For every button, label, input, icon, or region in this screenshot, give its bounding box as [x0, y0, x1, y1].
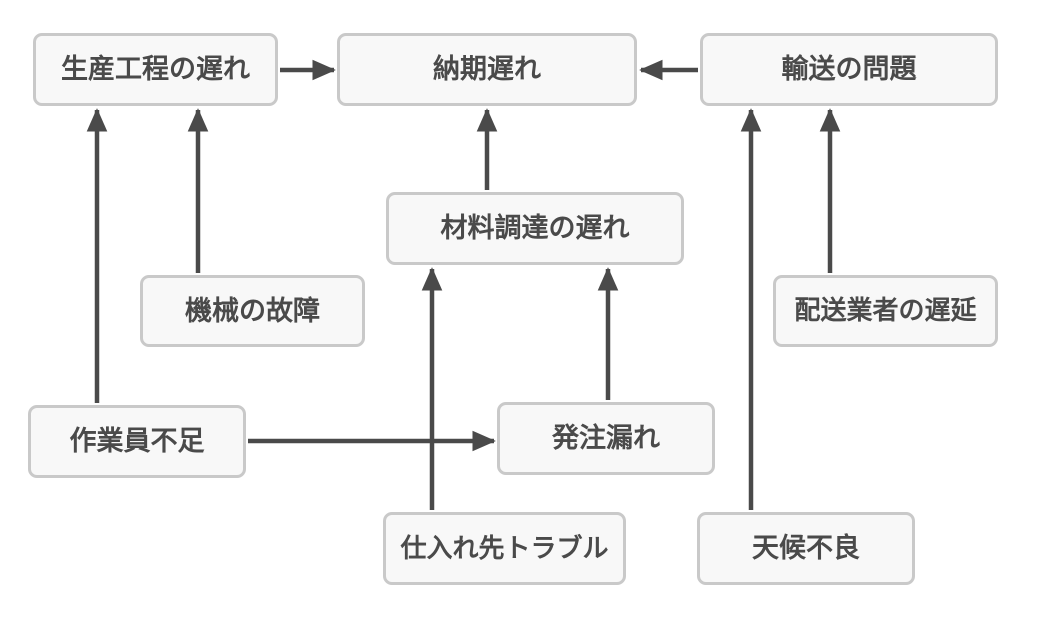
node-label: 納期遅れ	[433, 54, 541, 85]
node-transport-problem[interactable]: 輸送の問題	[700, 33, 998, 106]
node-label: 材料調達の遅れ	[440, 213, 630, 244]
node-bad-weather[interactable]: 天候不良	[697, 512, 915, 585]
node-production-delay[interactable]: 生産工程の遅れ	[33, 33, 278, 106]
node-order-omission[interactable]: 発注漏れ	[497, 402, 715, 475]
node-material-delay[interactable]: 材料調達の遅れ	[386, 192, 684, 265]
node-label: 発注漏れ	[552, 423, 660, 454]
node-label: 機械の故障	[185, 295, 320, 327]
node-label: 生産工程の遅れ	[61, 54, 250, 85]
node-label: 天候不良	[752, 533, 860, 564]
node-label: 配送業者の遅延	[794, 296, 977, 326]
node-label: 輸送の問題	[781, 54, 917, 85]
node-delivery-delay[interactable]: 納期遅れ	[337, 33, 637, 106]
node-supplier-trouble[interactable]: 仕入れ先トラブル	[383, 512, 626, 585]
node-label: 仕入れ先トラブル	[400, 533, 609, 564]
node-machine-failure[interactable]: 機械の故障	[140, 275, 365, 347]
node-label: 作業員不足	[69, 426, 205, 457]
node-worker-shortage[interactable]: 作業員不足	[28, 405, 246, 478]
node-carrier-delay[interactable]: 配送業者の遅延	[773, 275, 998, 347]
